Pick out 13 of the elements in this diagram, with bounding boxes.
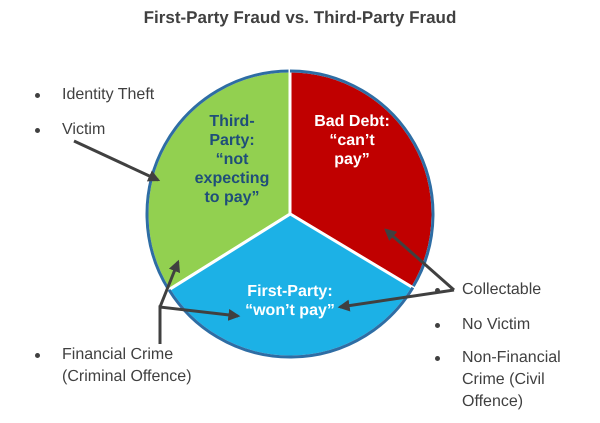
slice-label: Bad Debt: “can’t pay”	[313, 112, 391, 169]
list-text: Collectable	[462, 279, 582, 301]
list-text: Identity Theft	[62, 85, 156, 105]
list-text: Non-Financial Crime (Civil Offence)	[462, 348, 562, 412]
arrow	[73, 140, 160, 182]
chart-title: First-Party Fraud vs. Third-Party Fraud	[142, 8, 458, 28]
slice-label: Third-Party: “not expecting to pay”	[194, 112, 270, 207]
list-text: Victim	[62, 119, 142, 141]
list-text: No Victim	[462, 315, 532, 335]
list-text: Financial Crime (Criminal Offence)	[62, 344, 222, 388]
arrow	[338, 288, 454, 312]
slice-label: First-Party: “won’t pay”	[244, 282, 336, 320]
arrow	[384, 228, 455, 292]
